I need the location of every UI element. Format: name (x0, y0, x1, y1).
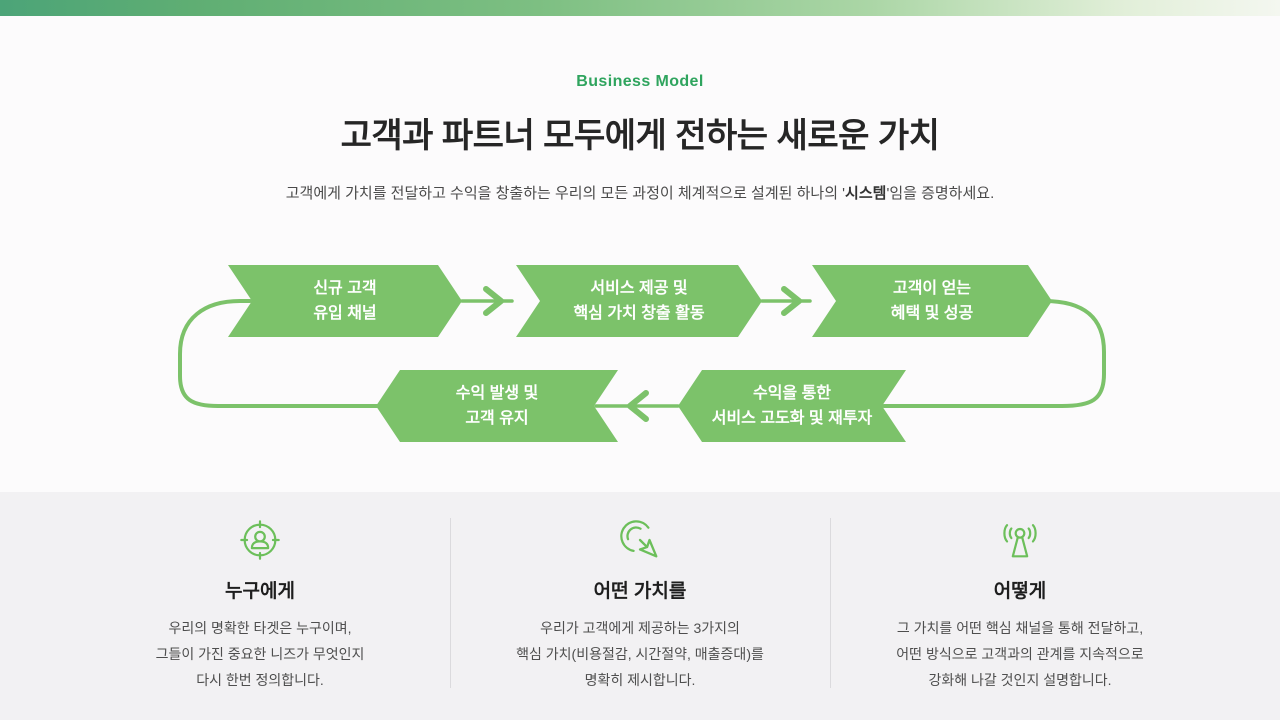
flow-step-new-customer-channels: 신규 고객 유입 채널 (228, 265, 462, 337)
arrow-right-icon-2 (781, 286, 802, 316)
subtitle-text-prefix: 고객에게 가치를 전달하고 수익을 창출하는 우리의 모든 과정이 체계적으로 … (285, 185, 846, 202)
flow-step-customer-benefit-success: 고객이 얻는 혜택 및 성공 (812, 265, 1052, 337)
step-label-line: 고객이 얻는 (892, 280, 972, 297)
column-who: 누구에게 우리의 명확한 타겟은 누구이며, 그들이 가진 중요한 니즈가 무엇… (71, 492, 450, 720)
column-body: 그 가치를 어떤 핵심 채널을 통해 전달하고, 어떤 방식으로 고객과의 관계… (896, 620, 1144, 688)
step-label-line: 서비스 고도화 및 재투자 (711, 410, 873, 427)
target-user-icon (71, 516, 450, 564)
page-title: 고객과 파트너 모두에게 전하는 새로운 가치 (340, 117, 940, 155)
loop-right-line (882, 299, 1106, 408)
step-label-line: 신규 고객 (313, 280, 377, 297)
column-title: 어떤 가치를 (593, 581, 687, 602)
step-label-line: 핵심 가치 창출 활동 (573, 305, 705, 322)
cursor-click-icon (451, 516, 830, 564)
step-label-line: 고객 유지 (465, 410, 529, 427)
flow-step-reinvestment: 수익을 통한 서비스 고도화 및 재투자 (678, 370, 906, 442)
subtitle-text-suffix: '임을 증명하세요. (886, 185, 995, 202)
flow-connector-lines (178, 286, 1106, 422)
flow-step-service-value-creation: 서비스 제공 및 핵심 가치 창출 활동 (516, 265, 762, 337)
step-label-line: 서비스 제공 및 (590, 280, 688, 297)
slide-header: Business Model 고객과 파트너 모두에게 전하는 새로운 가치 고… (0, 16, 1280, 203)
subtitle-bold-word: 시스템 (845, 185, 887, 202)
arrow-right-icon (483, 286, 504, 316)
column-title: 어떻게 (993, 581, 1047, 602)
step-label-line: 유입 채널 (313, 305, 377, 322)
eyebrow-label: Business Model (576, 73, 704, 90)
step-label-line: 혜택 및 성공 (890, 305, 974, 322)
column-how: 어떻게 그 가치를 어떤 핵심 채널을 통해 전달하고, 어떤 방식으로 고객과… (831, 492, 1210, 720)
broadcast-antenna-icon (831, 516, 1210, 564)
column-divider (829, 518, 831, 688)
column-body: 우리의 명확한 타겟은 누구이며, 그들이 가진 중요한 니즈가 무엇인지 다시… (155, 620, 365, 688)
column-body: 우리가 고객에게 제공하는 3가지의 핵심 가치(비용절감, 시간절약, 매출증… (516, 620, 764, 688)
flow-step-revenue-retention: 수익 발생 및 고객 유지 (376, 370, 618, 442)
business-model-flow-diagram: 신규 고객 유입 채널 서비스 제공 및 핵심 가치 창출 활동 고객이 얻는 … (0, 250, 1280, 462)
top-gradient-bar (0, 0, 1280, 16)
step-label-line: 수익 발생 및 (455, 385, 539, 402)
column-title: 누구에게 (225, 581, 295, 602)
arrow-left-icon (627, 390, 649, 422)
column-what-value: 어떤 가치를 우리가 고객에게 제공하는 3가지의 핵심 가치(비용절감, 시간… (451, 492, 830, 720)
bottom-section: 누구에게 우리의 명확한 타겟은 누구이며, 그들이 가진 중요한 니즈가 무엇… (0, 492, 1280, 720)
loop-left-line (178, 299, 384, 408)
subtitle: 고객에게 가치를 전달하고 수익을 창출하는 우리의 모든 과정이 체계적으로 … (0, 182, 1280, 203)
column-divider (449, 518, 451, 688)
step-label-line: 수익을 통한 (752, 385, 832, 402)
